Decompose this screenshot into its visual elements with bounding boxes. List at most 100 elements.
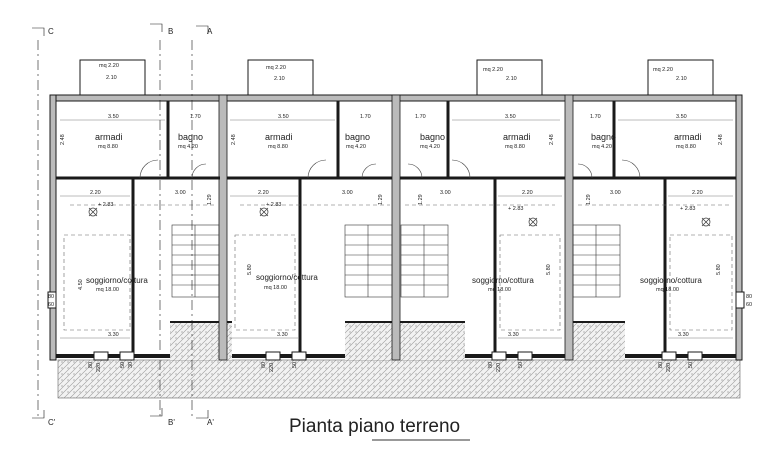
dim-stair-2: 1.29 [378, 194, 384, 205]
dim-soggiorno-bottom-3: 3.30 [508, 332, 519, 338]
dim-bagno-width-2: 1.70 [360, 114, 371, 120]
section-label-a-prime: A' [207, 418, 214, 427]
dim-door-4: 80 [658, 362, 664, 368]
room-soggiorno-area-1: mq 18.00 [96, 287, 119, 293]
dim-soggiorno-height-3: 5.80 [546, 264, 552, 275]
dim-balcony-width-4: 2.10 [676, 76, 687, 82]
dim-armadi-width-2: 3.50 [278, 114, 289, 120]
dim-hall-3: 3.00 [440, 190, 451, 196]
stairs [171, 224, 621, 298]
dim-window-left-b: 60 [48, 302, 54, 308]
dim-soggiorno-top-3: 2.20 [522, 190, 533, 196]
dim-soggiorno-bottom-4: 3.30 [678, 332, 689, 338]
plan-title: Pianta piano terreno [289, 416, 460, 437]
pavement-strip [57, 359, 741, 399]
room-armadi-2: armadi [265, 132, 293, 142]
dim-bagno-width-4: 1.70 [590, 114, 601, 120]
room-armadi-1: armadi [95, 132, 123, 142]
dim-window-3: 50 [518, 362, 524, 368]
dim-door-2b: 220 [269, 363, 275, 372]
dimension-lines [60, 119, 733, 339]
dim-bagno-width-1: 1.70 [190, 114, 201, 120]
room-armadi-area-3: mq 8.80 [505, 144, 525, 150]
dim-level-1: + 2.83 [98, 202, 113, 208]
dashed-outlines [63, 204, 733, 331]
dim-soggiorno-top-4: 2.20 [692, 190, 703, 196]
room-armadi-4: armadi [674, 132, 702, 142]
room-bagno-area-3: mq 4.20 [420, 144, 440, 150]
dim-balcony-width-3: 2.10 [506, 76, 517, 82]
rear-pavement-2 [345, 322, 465, 360]
window-marks [47, 291, 745, 361]
dim-window-right-a: 80 [746, 294, 752, 300]
interior-walls [56, 94, 736, 361]
section-lines [32, 23, 209, 420]
room-soggiorno-area-4: mq 18.00 [656, 287, 679, 293]
dim-door-4b: 220 [666, 363, 672, 372]
room-armadi-area-1: mq 8.80 [98, 144, 118, 150]
dim-hall-2: 3.00 [342, 190, 353, 196]
dim-stair-1: 1.29 [207, 194, 213, 205]
dim-door-2: 80 [261, 362, 267, 368]
dim-soggiorno-top-2: 2.20 [258, 190, 269, 196]
dim-level-4: + 2.83 [680, 206, 695, 212]
room-soggiorno-3: soggiorno/cottura [472, 276, 534, 285]
room-soggiorno-1: soggiorno/cottura [86, 276, 148, 285]
dim-height-armadi-2: 2.48 [231, 134, 237, 145]
room-armadi-area-2: mq 8.80 [268, 144, 288, 150]
dim-window-2: 50 [292, 362, 298, 368]
section-label-c-prime: C' [48, 418, 56, 427]
dim-soggiorno-top-1: 2.20 [90, 190, 101, 196]
dim-balcony-width-1: 2.10 [106, 75, 117, 81]
room-bagno-3: bagno [420, 132, 445, 142]
door-swings [139, 159, 641, 179]
dim-soggiorno-bottom-1: 3.30 [108, 332, 119, 338]
dim-hall-1: 3.00 [175, 190, 186, 196]
dim-door-1: 80 [88, 362, 94, 368]
dim-stair-3: 1.29 [418, 194, 424, 205]
dim-soggiorno-bottom-2: 3.30 [277, 332, 288, 338]
room-bagno-area-2: mq 4.20 [346, 144, 366, 150]
dim-soggiorno-height-1: 4.50 [78, 279, 84, 290]
room-bagno-2: bagno [345, 132, 370, 142]
dim-window-1b: 30 [128, 362, 134, 368]
dim-soggiorno-height-4: 5.80 [716, 264, 722, 275]
section-label-c: C [48, 27, 54, 36]
room-armadi-area-4: mq 8.80 [676, 144, 696, 150]
room-bagno-1: bagno [178, 132, 203, 142]
dim-window-1: 50 [120, 362, 126, 368]
dim-level-3: + 2.83 [508, 206, 523, 212]
dim-armadi-width-1: 3.50 [108, 114, 119, 120]
dim-height-armadi-3: 2.48 [549, 134, 555, 145]
room-bagno-4: bagno [591, 132, 616, 142]
room-soggiorno-area-3: mq 18.00 [488, 287, 511, 293]
dim-hall-4: 3.00 [610, 190, 621, 196]
balcony-area-4: mq 2.20 [653, 67, 673, 73]
section-label-a: A [207, 27, 213, 36]
fixture-markers [88, 207, 711, 227]
dim-height-armadi-4: 2.48 [718, 134, 724, 145]
section-label-b: B [168, 27, 173, 36]
dim-bagno-width-3: 1.70 [415, 114, 426, 120]
room-bagno-area-1: mq 4.20 [178, 144, 198, 150]
dim-door-1b: 220 [96, 363, 102, 372]
dim-window-4: 50 [688, 362, 694, 368]
room-armadi-3: armadi [503, 132, 531, 142]
balcony-area-2: mq 2.20 [266, 65, 286, 71]
room-soggiorno-2: soggiorno/cottura [256, 273, 318, 282]
rear-pavement-3 [573, 322, 625, 360]
dim-soggiorno-height-2: 5.80 [247, 264, 253, 275]
room-soggiorno-4: soggiorno/cottura [640, 276, 702, 285]
dim-height-armadi-1: 2.48 [60, 134, 66, 145]
balcony-area-1: mq 2.20 [99, 63, 119, 69]
dim-level-2: + 2.83 [266, 202, 281, 208]
dim-armadi-width-4: 3.50 [676, 114, 687, 120]
dim-armadi-width-3: 3.50 [505, 114, 516, 120]
dim-window-left-a: 80 [48, 294, 54, 300]
balconies [79, 59, 714, 96]
dim-window-right-b: 60 [746, 302, 752, 308]
dim-stair-4: 1.29 [586, 194, 592, 205]
room-bagno-area-4: mq 4.20 [592, 144, 612, 150]
dim-balcony-width-2: 2.10 [274, 76, 285, 82]
